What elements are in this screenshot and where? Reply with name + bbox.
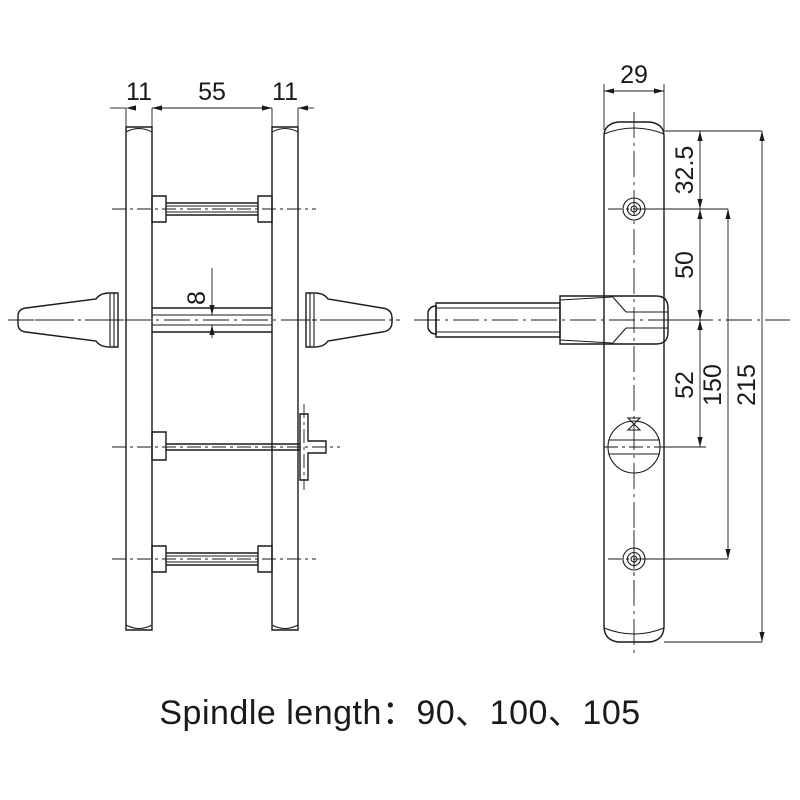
dim-plate-gap: 55 [198,78,226,106]
front-lever-handle [427,295,669,345]
keyhole-thumbturn [604,417,706,474]
horizontal-dimension-group-left: 11 55 11 [110,78,314,130]
bottom-fixing-screw [112,545,316,573]
spindle-length-caption: Spindle length：90、100、105 [159,694,640,732]
plate-width-dimension: 29 [603,61,665,130]
spindle-thickness-dimension: 8 [183,268,215,338]
dim-plate-left-thickness: 11 [126,78,152,106]
dim-screw-centers: 150 [699,364,727,406]
top-fixing-screw [112,195,316,223]
dimension-215: 215 [733,131,765,642]
vertical-extension-lines [646,130,762,643]
dim-top-to-upper-screw: 32.5 [671,146,699,195]
dim-plate-overall-height: 215 [733,364,761,406]
dim-plate-width: 29 [620,61,648,89]
left-plate-side-profile [125,126,153,631]
dim-handle-axis-to-keyhole: 52 [671,371,699,399]
right-front-elevation-view: 29 [414,61,790,658]
cylinder-key-bar [112,404,340,490]
dim-spindle-thickness: 8 [183,291,211,305]
right-plate-side-profile [271,126,299,631]
dim-upper-screw-to-handle-axis: 50 [671,251,699,279]
dimension-50: 50 [671,209,703,320]
dimension-32-5: 32.5 [671,131,703,209]
dimension-150: 150 [699,209,731,559]
lower-screw-hole [608,530,700,590]
dimension-52: 52 [671,320,703,447]
left-side-section-view: 11 55 11 [8,78,400,631]
dim-plate-right-thickness: 11 [272,78,298,106]
